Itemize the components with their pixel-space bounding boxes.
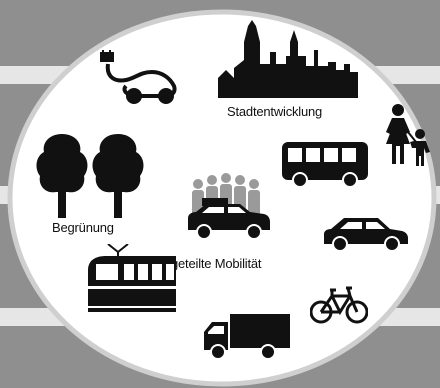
label-urban-development: Stadtentwicklung xyxy=(227,104,323,119)
train-icon xyxy=(88,244,176,312)
bicycle-icon xyxy=(310,286,368,324)
shared-car-with-people-icon xyxy=(188,173,270,240)
bus-icon xyxy=(282,142,368,188)
truck-icon xyxy=(204,314,290,360)
trees-icon xyxy=(36,134,144,218)
city-skyline-icon xyxy=(218,20,358,98)
label-shared-mobility: geteilte Mobilität xyxy=(171,256,262,271)
car-icon xyxy=(324,218,408,252)
parent-with-child-icon xyxy=(386,104,430,166)
label-greening: Begrünung xyxy=(52,220,114,235)
electric-car-plug-icon xyxy=(100,50,177,104)
